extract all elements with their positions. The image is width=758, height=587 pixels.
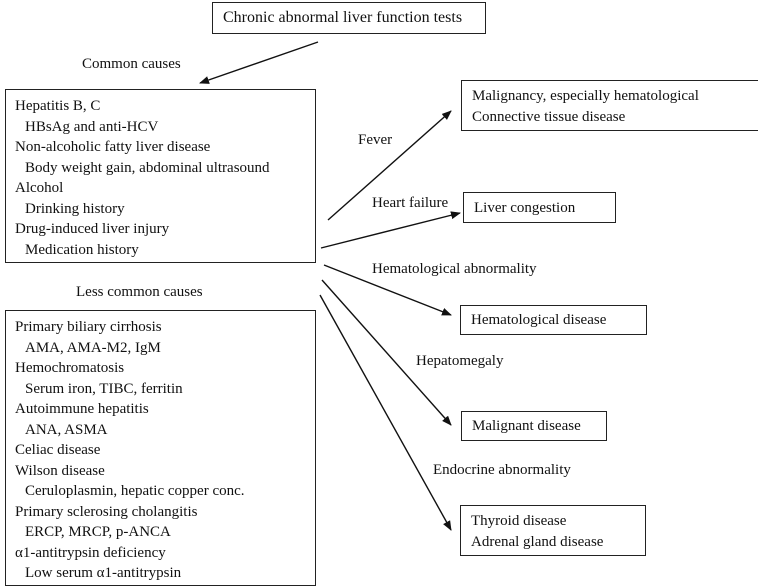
cause-item: Hemochromatosis (15, 360, 125, 376)
cause-item: Autoimmune hepatitis (15, 401, 149, 417)
condition-hepatomegaly: Hepatomegaly (416, 353, 504, 369)
cause-test-item: Serum iron, TIBC, ferritin (25, 380, 183, 397)
cause-test-item: Medication history (25, 241, 139, 258)
arrow-fever (327, 110, 452, 221)
cause-test-item: Body weight gain, abdominal ultrasound (25, 159, 270, 176)
cause-test-item: Drinking history (25, 200, 125, 217)
outcome-box-hematological: Hematological disease (460, 305, 647, 335)
outcome-text: Malignant disease (472, 418, 581, 434)
outcome-text: Liver congestion (474, 200, 576, 216)
condition-heart-failure: Heart failure (372, 195, 449, 211)
cause-test-item: AMA, AMA-M2, IgM (25, 339, 161, 356)
arrow-title-to-common (199, 41, 319, 84)
condition-hematological-abnormality: Hematological abnormality (372, 261, 537, 277)
arrow-endocrine (319, 294, 452, 531)
cause-test-item: ERCP, MRCP, p-ANCA (25, 524, 171, 540)
outcome-text: Hematological disease (471, 312, 607, 328)
arrow-hematological (323, 264, 452, 316)
outcome-box-endocrine: Thyroid disease Adrenal gland disease (460, 505, 646, 556)
outcome-text: Adrenal gland disease (471, 533, 604, 550)
common-causes-label: Common causes (82, 56, 181, 72)
cause-item: Wilson disease (15, 462, 105, 479)
cause-item: Alcohol (15, 180, 64, 196)
cause-item: Non-alcoholic fatty liver disease (15, 139, 211, 155)
common-causes-box: Hepatitis B, C HBsAg and anti-HCV Non-alco… (5, 89, 316, 263)
arrow-heart-failure (320, 211, 461, 249)
condition-endocrine-abnormality: Endocrine abnormality (433, 462, 571, 478)
title-box: Chronic abnormal liver function tests (212, 2, 486, 34)
cause-test-item: Ceruloplasmin, hepatic copper conc. (25, 483, 245, 499)
cause-item: Celiac disease (15, 442, 101, 458)
arrow-hepatomegaly (321, 279, 452, 426)
less-common-causes-label: Less common causes (76, 284, 203, 300)
cause-item: Hepatitis B, C (15, 98, 101, 114)
outcome-box-heart-failure: Liver congestion (463, 192, 616, 223)
cause-item: Drug-induced liver injury (15, 221, 170, 237)
cause-item: Primary sclerosing cholangitis (15, 503, 198, 520)
condition-fever: Fever (358, 132, 393, 148)
cause-test-item: ANA, ASMA (25, 421, 108, 438)
cause-item: α1-antitrypsin deficiency (15, 544, 166, 561)
cause-test-item: Low serum α1-antitrypsin (25, 565, 182, 581)
outcome-text: Malignancy, especially hematological (472, 88, 699, 104)
cause-item: Primary biliary cirrhosis (15, 319, 162, 335)
outcome-box-fever: Malignancy, especially hematological Con… (461, 80, 758, 131)
cause-test-item: HBsAg and anti-HCV (25, 118, 159, 135)
title-text: Chronic abnormal liver function tests (223, 9, 463, 26)
outcome-text: Thyroid disease (471, 513, 567, 529)
outcome-text: Connective tissue disease (472, 108, 626, 125)
outcome-box-hepatomegaly: Malignant disease (461, 411, 607, 441)
